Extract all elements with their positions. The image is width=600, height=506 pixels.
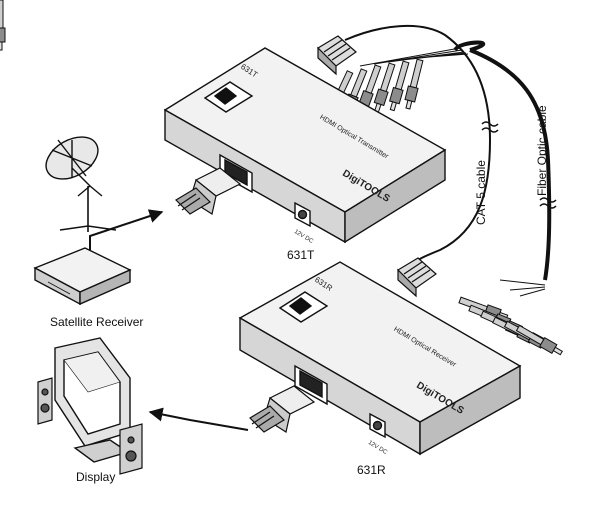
signal-arrow-source: [89, 209, 164, 250]
cat5-cable-label: CAT 5 cable: [474, 160, 488, 225]
satellite-dish: [45, 136, 117, 232]
fiber-cable-break-mark: [539, 197, 557, 209]
speaker-left: [37, 377, 53, 425]
fiber-connectors-top: [0, 0, 469, 120]
display-monitor: [54, 337, 131, 463]
cat5-cable-line: [344, 25, 492, 269]
hdmi-plug-transmitter: [175, 167, 242, 215]
speaker-right: [119, 423, 143, 475]
rj45-connector-top: [317, 35, 357, 76]
receiver-device: [238, 261, 522, 456]
fiber-connectors-bottom: [457, 279, 565, 358]
hdmi-plug-receiver: [249, 385, 316, 433]
display-label: Display: [76, 470, 116, 484]
fiber-optic-cable-line: [453, 40, 552, 281]
receiver-id-label: 631R: [357, 463, 386, 477]
signal-arrow-display: [148, 407, 249, 431]
rj45-connector-bottom: [397, 257, 437, 298]
transmitter-device: [163, 47, 447, 244]
satellite-receiver-device: [33, 247, 132, 306]
satellite-receiver-label: Satellite Receiver: [50, 315, 144, 329]
fiber-optic-cable-label: Fiber Optic cable: [535, 105, 549, 196]
cat5-cable-break-mark: [481, 121, 499, 133]
transmitter-id-label: 631T: [287, 248, 315, 262]
